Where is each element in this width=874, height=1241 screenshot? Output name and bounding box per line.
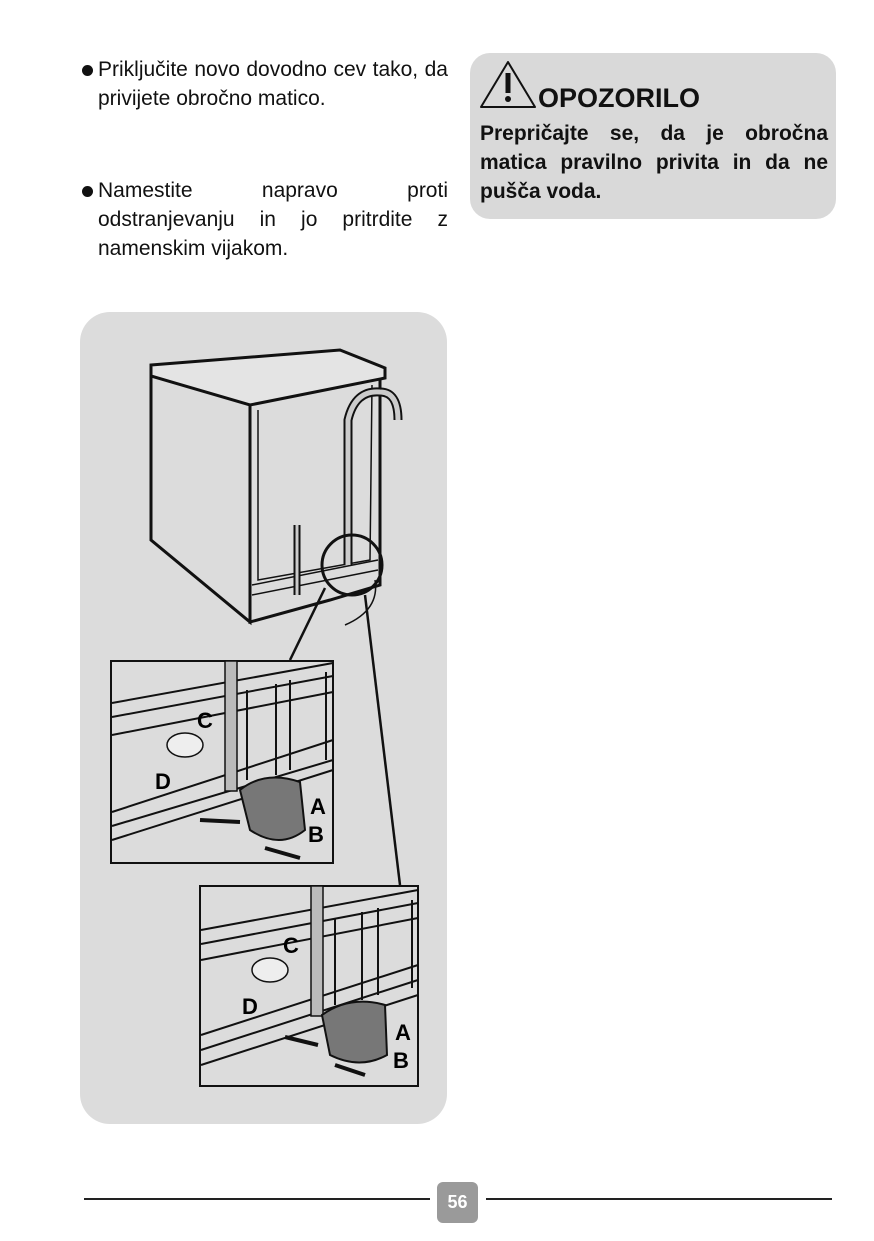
bullet-icon — [82, 65, 93, 76]
label-a: A — [310, 794, 326, 819]
label-a: A — [395, 1020, 411, 1045]
detail-bottom: C D A B — [199, 885, 419, 1087]
instruction-text: Namestite napravo proti odstranjevanju i… — [98, 179, 448, 260]
footer-divider — [84, 1198, 430, 1200]
detail-top: C D A B — [110, 660, 334, 864]
instruction-2: Namestite napravo proti odstranjevanju i… — [82, 176, 448, 263]
label-d: D — [242, 994, 258, 1019]
warning-text: Prepričajte se, da je obročna matica pra… — [480, 122, 828, 203]
label-d: D — [155, 769, 171, 794]
label-c: C — [197, 708, 213, 733]
label-b: B — [308, 822, 324, 847]
installation-illustration: C D A B C D A B — [80, 312, 447, 1124]
dishwasher-drawing — [149, 348, 387, 626]
dishwasher-diagram: C D A B C D A B — [110, 348, 419, 1087]
page-number: 56 — [437, 1182, 478, 1223]
label-c: C — [283, 933, 299, 958]
warning-box: OPOZORILO Prepričajte se, da je obročna … — [470, 53, 836, 219]
instruction-text: Priključite novo dovodno cev tako, da pr… — [98, 58, 448, 110]
warning-title: OPOZORILO — [538, 83, 700, 113]
footer-divider — [486, 1198, 832, 1200]
label-b: B — [393, 1048, 409, 1073]
warning-triangle-icon — [480, 61, 536, 108]
bullet-icon — [82, 186, 93, 197]
instruction-1: Priključite novo dovodno cev tako, da pr… — [82, 55, 448, 113]
